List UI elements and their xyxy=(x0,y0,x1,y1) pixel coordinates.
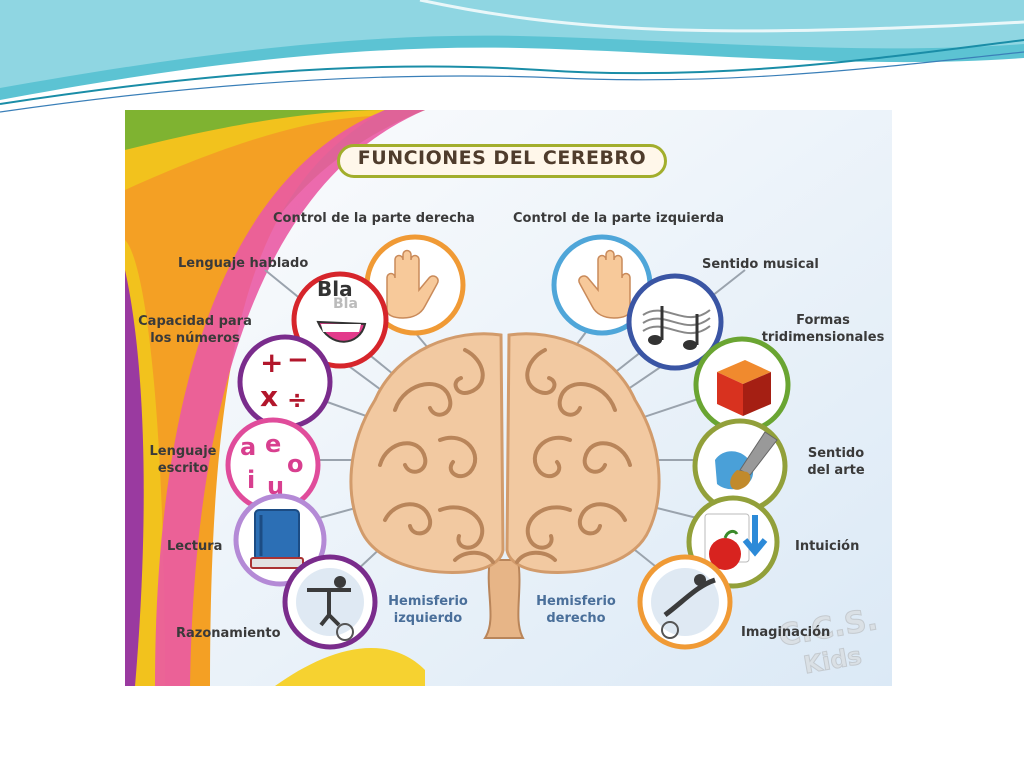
vowel-u: u xyxy=(267,472,284,500)
label-formas-line2: tridimensionales xyxy=(761,330,885,345)
label-hemisferio-derecho-line2: derecho xyxy=(546,611,606,626)
math-symbols-icon: + − x ÷ xyxy=(237,334,333,430)
speech-bla-icon: Bla Bla xyxy=(291,271,389,369)
brain-illustration xyxy=(349,332,661,639)
label-control-izquierda: Control de la parte izquierda xyxy=(513,211,725,226)
label-sentido-arte-line1: Sentido xyxy=(807,446,865,461)
label-sentido-musical: Sentido musical xyxy=(702,257,819,272)
math-times: x xyxy=(260,380,278,413)
vowel-i: i xyxy=(247,466,255,494)
vowels-icon: a e o i u xyxy=(225,417,321,513)
brain-functions-diagram: Bla Bla + − x ÷ a e o i u xyxy=(125,110,892,686)
label-hemisferio-derecho: Hemisferio derecho xyxy=(531,593,621,627)
slide-header-wave xyxy=(0,0,1024,113)
bla-text-2: Bla xyxy=(333,296,358,312)
math-minus: − xyxy=(287,345,309,375)
label-hemisferio-izquierdo-line1: Hemisferio xyxy=(388,594,468,609)
label-sentido-arte-line2: del arte xyxy=(807,463,865,478)
label-sentido-arte: Sentido del arte xyxy=(801,445,871,479)
diagram-title: FUNCIONES DEL CEREBRO xyxy=(357,147,647,169)
diagram-artwork: Bla Bla + − x ÷ a e o i u xyxy=(125,110,892,686)
paintbrush-icon xyxy=(692,418,788,514)
label-formas-tridimensionales: Formas tridimensionales xyxy=(758,312,888,346)
book-icon xyxy=(233,493,327,587)
hand-right-control-icon xyxy=(364,234,466,336)
label-lenguaje-escrito-line2: escrito xyxy=(157,461,209,476)
label-formas-line1: Formas xyxy=(796,313,850,328)
label-lectura: Lectura xyxy=(167,539,223,554)
label-hemisferio-izquierdo: Hemisferio izquierdo xyxy=(383,593,473,627)
vowel-e: e xyxy=(265,430,281,458)
label-hemisferio-izquierdo-line2: izquierdo xyxy=(393,611,463,626)
reasoning-figure-icon xyxy=(282,554,378,650)
title-frame xyxy=(337,144,667,178)
imagination-figure-icon xyxy=(637,554,733,650)
label-razonamiento: Razonamiento xyxy=(176,626,281,641)
math-divide: ÷ xyxy=(287,386,307,414)
label-hemisferio-derecho-line1: Hemisferio xyxy=(536,594,616,609)
label-capacidad-numeros: Capacidad para los números xyxy=(133,313,257,347)
math-plus: + xyxy=(260,346,283,379)
label-capacidad-numeros-line2: los números xyxy=(150,331,240,346)
bla-text-1: Bla xyxy=(317,277,353,301)
rainbow-swoosh xyxy=(125,110,425,686)
label-lenguaje-hablado: Lenguaje hablado xyxy=(178,256,309,271)
label-intuicion: Intuición xyxy=(795,539,860,554)
vowel-o: o xyxy=(287,450,304,478)
music-notes-icon xyxy=(626,273,724,371)
label-lenguaje-escrito: Lenguaje escrito xyxy=(143,443,223,477)
cube-icon xyxy=(693,336,791,434)
label-imaginacion: Imaginación xyxy=(741,625,831,640)
label-lenguaje-escrito-line1: Lenguaje xyxy=(149,444,217,459)
vowel-a: a xyxy=(240,433,256,461)
label-capacidad-numeros-line1: Capacidad para xyxy=(138,314,252,329)
label-control-derecha: Control de la parte derecha xyxy=(273,211,475,226)
